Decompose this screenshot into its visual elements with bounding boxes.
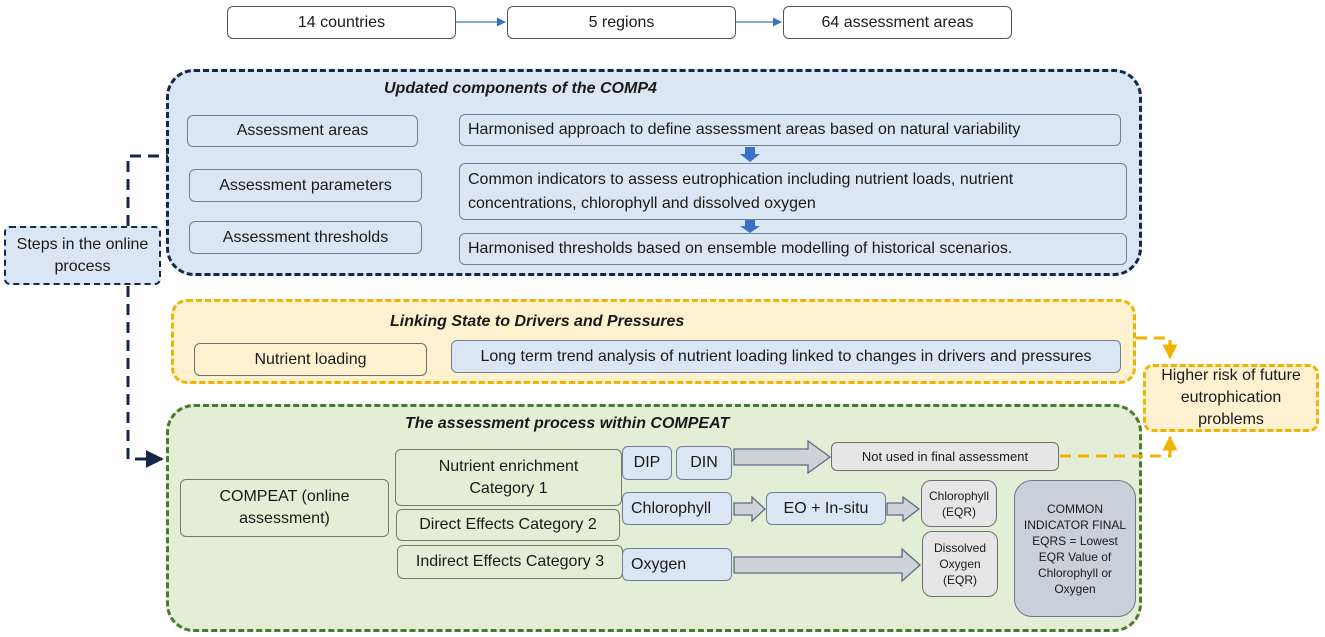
steps-label-box: Steps in the online process bbox=[4, 226, 161, 285]
oxygen-box: Oxygen bbox=[622, 548, 732, 581]
category-3-box: Indirect Effects Category 3 bbox=[397, 545, 623, 579]
countries-box: 14 countries bbox=[227, 6, 456, 39]
linking-title: Linking State to Drivers and Pressures bbox=[390, 313, 685, 330]
assessment-areas-count-box: 64 assessment areas bbox=[783, 6, 1012, 39]
harmonised-approach-box: Harmonised approach to define assessment… bbox=[459, 114, 1121, 146]
category-2-box: Direct Effects Category 2 bbox=[396, 509, 620, 541]
chlorophyll-box: Chlorophyll bbox=[622, 492, 732, 525]
compeat-title: The assessment process within COMPEAT bbox=[405, 415, 730, 432]
nutrient-loading-box: Nutrient loading bbox=[194, 343, 427, 376]
eo-insitu-box: EO + In-situ bbox=[766, 492, 886, 525]
harmonised-thresholds-box: Harmonised thresholds based on ensemble … bbox=[459, 233, 1127, 265]
higher-risk-box: Higher risk of future eutrophication pro… bbox=[1143, 364, 1319, 432]
din-box: DIN bbox=[676, 446, 732, 480]
chlorophyll-to-eo-arrow bbox=[733, 495, 766, 523]
not-used-to-risk-arrow bbox=[1060, 435, 1178, 458]
dissolved-oxygen-eqr-box: Dissolved Oxygen (EQR) bbox=[922, 531, 998, 597]
updated-components-title: Updated components of the COMP4 bbox=[384, 80, 657, 97]
steps-to-updated-connector bbox=[126, 154, 168, 226]
eo-to-chlorophyll-eqr-arrow bbox=[886, 495, 921, 523]
linking-to-risk-arrow bbox=[1136, 336, 1178, 360]
not-used-box: Not used in final assessment bbox=[831, 442, 1059, 471]
oxygen-to-do-eqr-arrow bbox=[733, 547, 921, 583]
din-to-not-used-arrow bbox=[733, 439, 832, 475]
final-eqr-box: COMMON INDICATOR FINAL EQRS = Lowest EQR… bbox=[1014, 480, 1136, 617]
chlorophyll-eqr-box: Chlorophyll (EQR) bbox=[921, 480, 997, 527]
trend-analysis-box: Long term trend analysis of nutrient loa… bbox=[451, 340, 1121, 373]
regions-box: 5 regions bbox=[507, 6, 736, 39]
category-1-box: Nutrient enrichment Category 1 bbox=[395, 449, 622, 506]
common-indicators-box: Common indicators to assess eutrophicati… bbox=[459, 163, 1127, 220]
compeat-online-box: COMPEAT (online assessment) bbox=[180, 479, 389, 537]
dip-box: DIP bbox=[622, 446, 672, 480]
down-arrow-1 bbox=[740, 147, 760, 162]
assessment-areas-box: Assessment areas bbox=[187, 115, 418, 147]
down-arrow-2 bbox=[740, 220, 760, 233]
assessment-parameters-box: Assessment parameters bbox=[189, 169, 422, 202]
assessment-thresholds-box: Assessment thresholds bbox=[189, 221, 422, 254]
steps-to-compeat-connector bbox=[126, 286, 164, 468]
